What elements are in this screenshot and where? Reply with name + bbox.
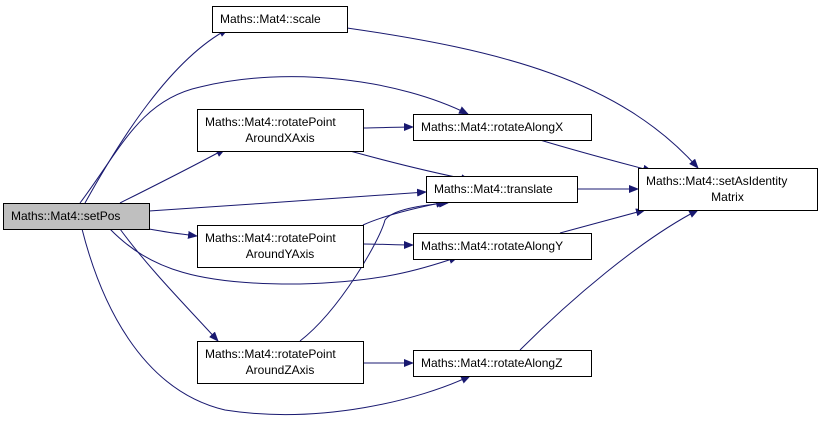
edge-layer xyxy=(79,27,699,415)
edge-arrow xyxy=(362,123,414,132)
edge-arrow xyxy=(362,240,414,249)
edge-arrow xyxy=(84,28,229,204)
node-box[interactable] xyxy=(426,176,578,203)
edge-setPos-to-rotatePointY xyxy=(148,228,198,239)
node-box[interactable] xyxy=(638,168,818,211)
node-box[interactable] xyxy=(212,6,348,33)
edge-arrow xyxy=(349,150,471,183)
node-scale[interactable]: Maths::Mat4::scale xyxy=(212,6,348,33)
node-box[interactable] xyxy=(413,114,592,141)
edge-setPos-to-rotateAlongX xyxy=(79,76,469,204)
edge-arrow xyxy=(81,228,471,415)
node-rotateAlongX[interactable]: Maths::Mat4::rotateAlongX xyxy=(413,114,592,141)
node-label: AroundYAxis xyxy=(246,247,314,261)
node-setPos[interactable]: Maths::Mat4::setPos xyxy=(3,203,150,230)
edge-setPos-to-rotatePointX xyxy=(119,148,226,204)
edge-setPos-to-rotateAlongZ xyxy=(81,228,471,415)
node-box[interactable] xyxy=(413,233,592,260)
edge-setPos-to-scale xyxy=(84,28,229,204)
node-label: Maths::Mat4::rotateAlongZ xyxy=(421,356,562,370)
edge-rotateAlongZ-to-setAsIdentity xyxy=(519,209,699,351)
edge-rotatePointY-to-rotateAlongY xyxy=(362,240,414,249)
node-box[interactable] xyxy=(413,350,592,377)
node-label: AroundZAxis xyxy=(246,363,315,377)
edge-arrow xyxy=(539,139,653,173)
node-label: Matrix xyxy=(711,190,744,204)
edge-rotatePointZ-to-translate xyxy=(299,199,449,342)
edge-arrow xyxy=(79,76,469,204)
edge-arrow xyxy=(362,199,446,226)
edge-arrow xyxy=(148,228,198,239)
node-label: Maths::Mat4::setAsIdentity xyxy=(646,174,787,188)
node-box[interactable] xyxy=(197,225,364,268)
edge-arrow xyxy=(109,228,459,285)
node-translate[interactable]: Maths::Mat4::translate xyxy=(426,176,578,203)
edge-arrow xyxy=(519,209,699,351)
node-label: Maths::Mat4::scale xyxy=(220,12,321,26)
node-box[interactable] xyxy=(3,203,150,230)
edge-scale-to-setAsIdentity xyxy=(346,27,699,169)
node-rotateAlongZ[interactable]: Maths::Mat4::rotateAlongZ xyxy=(413,350,592,377)
edge-rotateAlongY-to-setAsIdentity xyxy=(559,208,646,234)
edge-arrow xyxy=(346,27,699,169)
edge-arrow xyxy=(559,208,646,234)
edge-rotatePointX-to-rotateAlongX xyxy=(362,123,414,132)
edge-arrow xyxy=(148,188,427,212)
edge-setPos-to-translate xyxy=(148,188,427,212)
edge-arrow xyxy=(119,228,219,342)
edge-arrow xyxy=(119,148,226,204)
edge-arrow xyxy=(299,199,449,342)
edge-rotatePointX-to-translate xyxy=(349,150,471,183)
node-label: AroundXAxis xyxy=(245,131,314,145)
node-label: Maths::Mat4::rotatePoint xyxy=(205,347,336,361)
node-box[interactable] xyxy=(197,341,364,384)
node-box[interactable] xyxy=(197,109,364,152)
node-label: Maths::Mat4::rotateAlongX xyxy=(421,120,563,134)
node-layer: Maths::Mat4::setPos Maths::Mat4::scaleMat… xyxy=(3,6,818,384)
node-rotateAlongY[interactable]: Maths::Mat4::rotateAlongY xyxy=(413,233,592,260)
edge-setPos-to-rotatePointZ xyxy=(119,228,219,342)
edge-setPos-to-rotateAlongY xyxy=(109,228,459,285)
node-label: Maths::Mat4::rotatePoint xyxy=(205,115,336,129)
node-label: Maths::Mat4::rotateAlongY xyxy=(421,239,563,253)
node-label: Maths::Mat4::rotatePoint xyxy=(205,231,336,245)
node-label: Maths::Mat4::setPos xyxy=(11,209,120,223)
node-label: Maths::Mat4::translate xyxy=(434,182,553,196)
edge-rotateAlongX-to-setAsIdentity xyxy=(539,139,653,173)
edge-rotatePointY-to-translate xyxy=(362,199,446,226)
